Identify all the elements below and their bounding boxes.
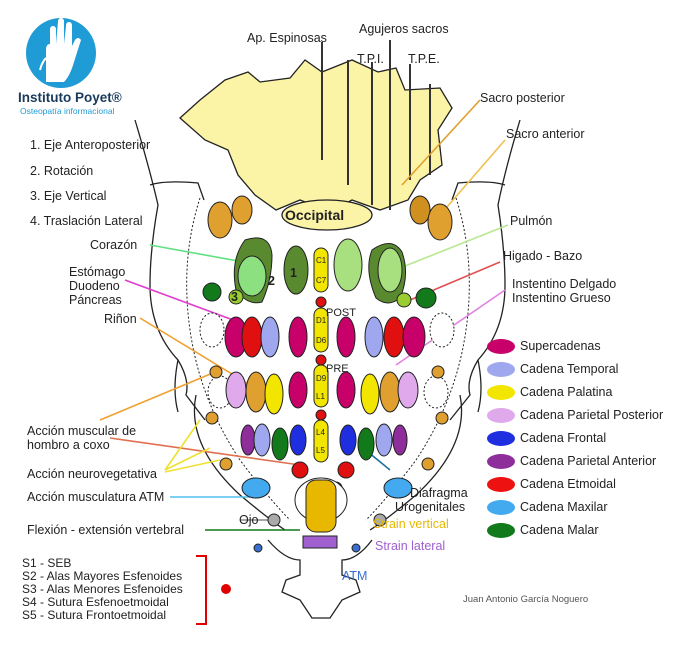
mark-2: 2 — [268, 274, 275, 288]
brand-tagline: Osteopatía informacional — [20, 106, 115, 116]
vertebra-c7: C7 — [316, 276, 327, 285]
label-muscular-2: hombro a coxo — [27, 438, 110, 452]
vertebra-l5: L5 — [316, 446, 325, 455]
axis-4: 4. Traslación Lateral — [30, 214, 143, 228]
vertebra-l4: L4 — [316, 428, 325, 437]
label-tpi: T.P.I. — [357, 52, 384, 66]
legend-swatch — [487, 339, 515, 354]
suture-item: S4 - Sutura Esfenoetmoidal — [22, 595, 169, 609]
axis-3: 3. Eje Vertical — [30, 189, 107, 203]
label-sacrum-ant: Sacro anterior — [506, 127, 585, 141]
legend-label: Cadena Maxilar — [520, 500, 608, 514]
organ-ellipses — [199, 195, 455, 553]
label-sacrum-post: Sacro posterior — [480, 91, 565, 105]
label-stomach: Estómago — [69, 265, 126, 279]
mark-3: 3 — [231, 290, 238, 304]
label-pre: PRE — [326, 363, 349, 375]
label-diaphragm: Diafragma — [410, 486, 468, 500]
vertebra-c1: C1 — [316, 256, 327, 265]
label-tpe: T.P.E. — [408, 52, 440, 66]
axis-1: 1. Eje Anteroposterior — [30, 138, 151, 152]
legend-swatch — [487, 408, 515, 423]
suture-item: S5 - Sutura Frontoetmoidal — [22, 608, 167, 622]
legend-swatch — [487, 362, 515, 377]
label-spinous: Ap. Espinosas — [247, 31, 327, 45]
legend-swatch — [487, 454, 515, 469]
vertebra-d9: D9 — [316, 374, 327, 383]
suture-list: S1 - SEB S2 - Alas Mayores Esfenoides S3… — [22, 557, 183, 622]
legend-swatch — [487, 385, 515, 400]
legend-label: Cadena Palatina — [520, 385, 613, 399]
legend-swatch — [487, 477, 515, 492]
hand-icon — [26, 18, 96, 88]
legend-swatch — [487, 523, 515, 538]
label-small-intestine: Instentino Delgado — [512, 277, 617, 291]
label-ojo: Ojo — [239, 513, 259, 527]
label-strain-vertical: Strain vertical — [373, 517, 449, 531]
brand-name: Instituto Poyet® — [18, 90, 122, 105]
label-sacral-holes: Agujeros sacros — [359, 22, 449, 36]
label-heart: Corazón — [90, 238, 138, 252]
label-occipital: Occipital — [285, 207, 345, 223]
label-post: POST — [326, 307, 356, 319]
label-lung: Pulmón — [510, 214, 553, 228]
label-strain-lateral: Strain lateral — [375, 539, 446, 553]
label-pancreas: Páncreas — [69, 293, 122, 307]
legend-swatch — [487, 500, 515, 515]
suture-bracket — [196, 555, 231, 625]
vertebra-d6: D6 — [316, 336, 327, 345]
label-duodenum: Duodeno — [69, 279, 120, 293]
suture-item: S2 - Alas Mayores Esfenoides — [22, 569, 183, 583]
sacrum-bone — [179, 59, 453, 231]
label-muscular-1: Acción muscular de — [27, 424, 137, 438]
label-atm: ATM — [342, 569, 368, 583]
legend-label: Supercadenas — [520, 339, 601, 353]
inner-outline — [186, 197, 470, 521]
legend-label: Cadena Frontal — [520, 431, 607, 445]
suture-item: S1 - SEB — [22, 556, 72, 570]
legend-label: Cadena Temporal — [520, 362, 619, 376]
vertebral-column — [294, 247, 348, 549]
mark-1: 1 — [290, 266, 297, 280]
legend-label: Cadena Malar — [520, 523, 599, 537]
top-pointer-lines — [321, 40, 431, 210]
vertebra-d1: D1 — [316, 316, 327, 325]
lower-cranium — [267, 539, 373, 619]
label-flexion: Flexión - extensión vertebral — [27, 523, 185, 537]
suture-item: S3 - Alas Menores Esfenoides — [22, 582, 183, 596]
legend-label: Cadena Parietal Anterior — [520, 454, 657, 468]
label-urogenital: Urogenitales — [395, 500, 466, 514]
legend-label: Cadena Etmoidal — [520, 477, 616, 491]
label-kidney: Riñon — [104, 312, 137, 326]
author-credit: Juan Antonio García Noguero — [463, 594, 589, 605]
legend-label: Cadena Parietal Posterior — [520, 408, 664, 422]
label-atm-muscle: Acción musculatura ATM — [27, 490, 165, 504]
axis-2: 2. Rotación — [30, 164, 94, 178]
vertebra-l1: L1 — [316, 392, 325, 401]
legend-swatch — [487, 431, 515, 446]
label-liver: Higado - Bazo — [503, 249, 583, 263]
label-large-intestine: Instentino Grueso — [512, 291, 611, 305]
label-neuroveg: Acción neurovegetativa — [27, 467, 157, 481]
